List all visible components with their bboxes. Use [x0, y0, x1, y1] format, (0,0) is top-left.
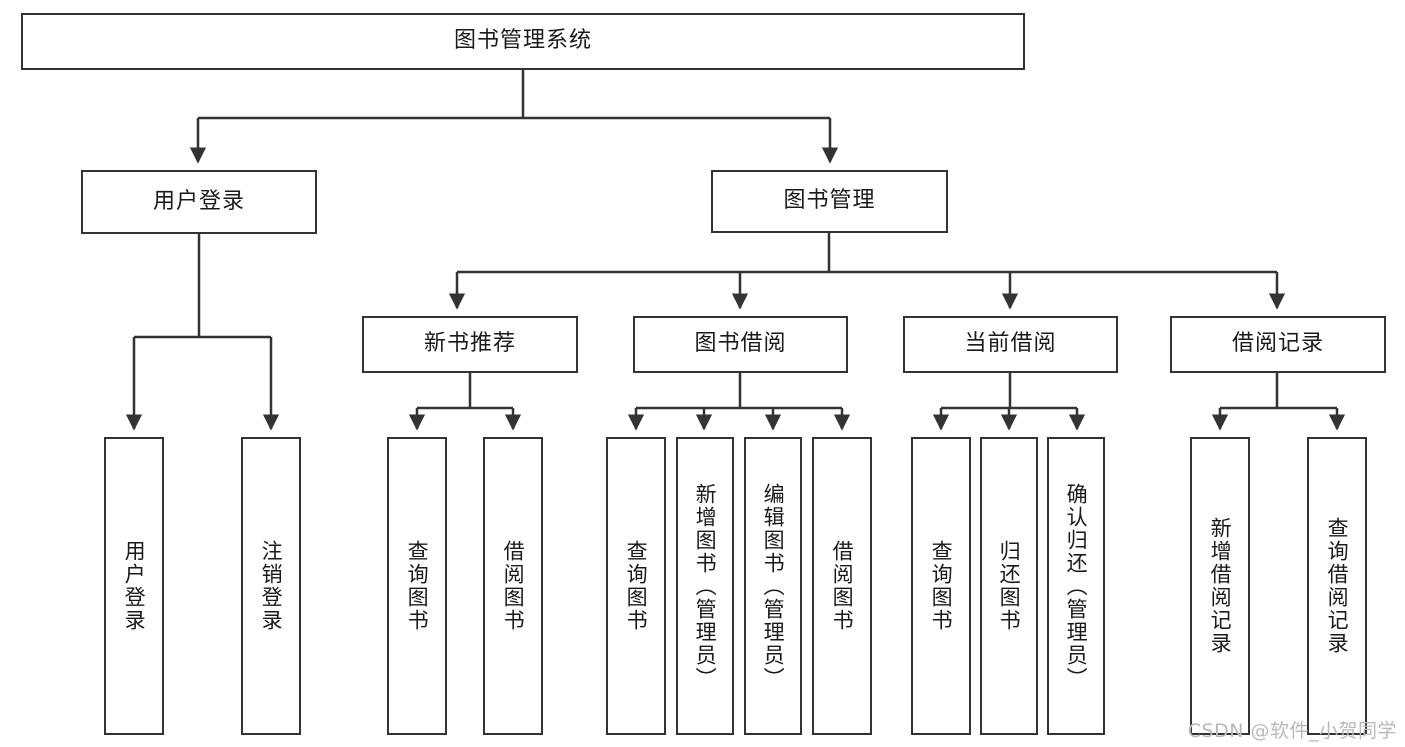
node-leaf-borrow-book-rec-label: 借阅图书: [501, 540, 526, 632]
node-book-borrow-label: 图书借阅: [694, 331, 787, 357]
node-book-borrow[interactable]: 图书借阅: [633, 316, 848, 373]
node-leaf-add-borrow-record-label: 新增借阅记录: [1208, 517, 1233, 655]
node-current-borrow-label: 当前借阅: [964, 331, 1057, 357]
node-leaf-add-borrow-record[interactable]: 新增借阅记录: [1190, 437, 1250, 735]
node-current-borrow[interactable]: 当前借阅: [903, 316, 1118, 373]
node-leaf-logout[interactable]: 注销登录: [241, 437, 301, 735]
node-leaf-return-book-label: 归还图书: [997, 540, 1022, 632]
node-root[interactable]: 图书管理系统: [21, 13, 1025, 70]
node-leaf-query-book-rec-label: 查询图书: [405, 540, 430, 632]
node-book-manage[interactable]: 图书管理: [711, 170, 948, 233]
node-user-login[interactable]: 用户登录: [81, 170, 317, 234]
node-leaf-borrow-book-label: 借阅图书: [830, 540, 855, 632]
node-leaf-user-login[interactable]: 用户登录: [104, 437, 164, 735]
node-new-book-rec-label: 新书推荐: [423, 331, 516, 357]
node-leaf-borrow-book-rec[interactable]: 借阅图书: [483, 437, 543, 735]
node-leaf-query-borrow-record[interactable]: 查询借阅记录: [1307, 437, 1367, 735]
node-borrow-record-label: 借阅记录: [1231, 331, 1324, 357]
node-leaf-query-book-current[interactable]: 查询图书: [911, 437, 971, 735]
node-leaf-query-book-rec[interactable]: 查询图书: [387, 437, 447, 735]
node-leaf-confirm-return[interactable]: 确认归还（管理员）: [1047, 437, 1105, 735]
node-leaf-query-book-current-label: 查询图书: [929, 540, 954, 632]
node-root-label: 图书管理系统: [453, 28, 592, 54]
node-leaf-user-login-label: 用户登录: [122, 540, 147, 632]
node-user-login-label: 用户登录: [152, 188, 245, 214]
node-leaf-add-book-label: 新增图书（管理员）: [693, 482, 718, 690]
node-leaf-confirm-return-label: 确认归还（管理员）: [1064, 482, 1089, 690]
node-leaf-return-book[interactable]: 归还图书: [980, 437, 1038, 735]
node-leaf-logout-label: 注销登录: [259, 540, 284, 632]
node-leaf-query-book-borrow[interactable]: 查询图书: [606, 437, 666, 735]
node-leaf-edit-book-label: 编辑图书（管理员）: [761, 482, 786, 690]
node-leaf-add-book[interactable]: 新增图书（管理员）: [676, 437, 734, 735]
node-leaf-edit-book[interactable]: 编辑图书（管理员）: [744, 437, 802, 735]
node-leaf-query-book-borrow-label: 查询图书: [624, 540, 649, 632]
node-leaf-query-borrow-record-label: 查询借阅记录: [1325, 517, 1350, 655]
node-borrow-record[interactable]: 借阅记录: [1170, 316, 1386, 373]
node-new-book-rec[interactable]: 新书推荐: [362, 316, 578, 373]
node-book-manage-label: 图书管理: [783, 188, 876, 214]
node-leaf-borrow-book[interactable]: 借阅图书: [812, 437, 872, 735]
csdn-watermark: CSDN @软件_小贺同学: [1187, 720, 1397, 742]
